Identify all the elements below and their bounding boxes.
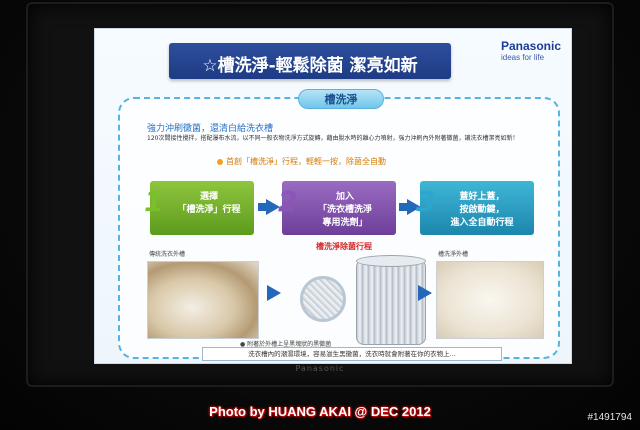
step-1-text: 選擇 「槽洗淨」行程 — [177, 192, 241, 215]
mold-note-text: 附著於外槽上呈黑塊狀的黑黴菌 — [247, 341, 332, 348]
arrow-stem — [399, 203, 409, 211]
slide-title-bar: ☆槽洗淨-輕鬆除菌 潔亮如新 — [169, 43, 451, 79]
step-1-number: 1 — [144, 185, 164, 218]
washer-drum-rim — [356, 255, 426, 267]
step-3-number: 3 — [416, 185, 436, 218]
label-cleaned-tub: 槽洗淨外槽 — [438, 251, 469, 258]
step-1-box: 選擇 「槽洗淨」行程 — [150, 181, 254, 235]
arrow-stem — [258, 203, 268, 211]
clean-tub-photo — [436, 261, 544, 339]
bottom-caption-box: 洗衣槽內的潮濕環境，容易滋生黑黴菌，洗衣時就會附著在你的衣物上... — [202, 347, 502, 361]
step-2-number: 2 — [278, 185, 298, 218]
step-3-box: 蓋好上蓋， 按啟動鍵， 進入全自動行程 — [420, 181, 534, 235]
bullet-dot-icon: ● — [240, 341, 248, 348]
body-text: 120次間接性攪拌，搭配瀑布水流，以不同一般衣物洗淨方式旋轉，藉由脫水時的離心力… — [147, 135, 519, 142]
brand-tagline: ideas for life — [500, 53, 545, 62]
right-arrow-icon — [266, 199, 280, 215]
step-2-text: 加入 「洗衣槽洗淨 專用洗劑」 — [317, 192, 372, 228]
bullet-dot-icon — [217, 158, 223, 165]
presentation-slide: ☆槽洗淨-輕鬆除菌 潔亮如新 Panasonic ideas for life … — [94, 28, 572, 364]
label-traditional-tub: 傳統洗衣外槽 — [149, 251, 186, 258]
photo-credit-watermark: Photo by HUANG AKAI @ DEC 2012 — [209, 404, 431, 419]
right-arrow-icon — [418, 285, 432, 301]
slide-title: ☆槽洗淨-輕鬆除菌 潔亮如新 — [202, 56, 418, 76]
step-2-box: 加入 「洗衣槽洗淨 專用洗劑」 — [282, 181, 396, 235]
tag-line: 首創「槽洗淨」行程，輕輕一按，除菌全自動 — [217, 156, 386, 167]
brand-name: Panasonic — [500, 39, 561, 53]
photo-id: #1491794 — [587, 412, 633, 423]
step-3-text: 蓋好上蓋， 按啟動鍵， 進入全自動行程 — [450, 192, 514, 228]
right-arrow-icon — [267, 285, 281, 301]
dirty-tub-photo — [147, 261, 259, 339]
feature-panel: 槽洗淨 強力沖刷黴菌，還清白給洗衣槽 120次間接性攪拌，搭配瀑布水流，以不同一… — [118, 89, 560, 361]
magnified-drum-detail — [300, 276, 346, 322]
washer-drum-image — [356, 259, 426, 345]
label-cleaning-process: 槽洗淨除菌行程 — [316, 242, 372, 251]
monitor-brand-label: Panasonic — [295, 364, 345, 373]
brand-logo: Panasonic ideas for life — [501, 39, 561, 62]
section-pill: 槽洗淨 — [298, 89, 384, 109]
sub-heading: 強力沖刷黴菌，還清白給洗衣槽 — [147, 124, 274, 134]
tag-line-text: 首創「槽洗淨」行程，輕輕一按，除菌全自動 — [226, 157, 386, 166]
mold-note: ● 附著於外槽上呈黑塊狀的黑黴菌 — [240, 339, 331, 348]
right-arrow-icon — [407, 199, 421, 215]
